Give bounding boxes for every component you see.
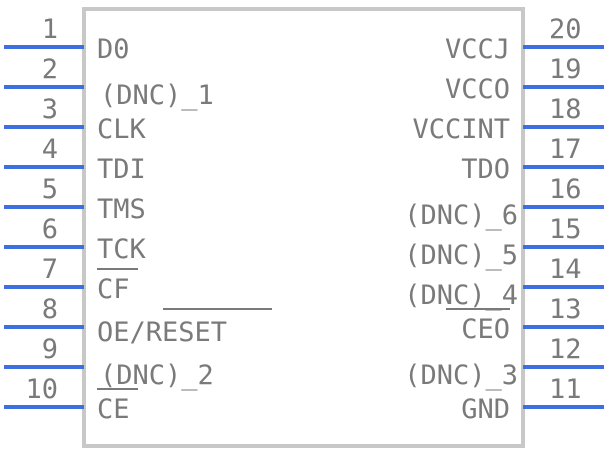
pin-number: 11 — [549, 374, 582, 405]
left-pin-5: 5 TMS — [4, 174, 146, 225]
pin-number: 6 — [42, 214, 58, 245]
pin-label: CLK — [97, 114, 147, 145]
right-pin-15: 15 (DNC)_5 — [404, 214, 604, 271]
pin-number: 8 — [42, 294, 58, 325]
left-pin-6: 6 TCK — [4, 214, 147, 265]
left-pin-3: 3 CLK — [4, 94, 147, 145]
pin-number: 1 — [42, 14, 58, 45]
pin-number: 17 — [549, 134, 582, 165]
right-pin-18: 18 VCCINT — [412, 94, 604, 145]
left-pin-7: 7 CF — [4, 254, 130, 305]
pin-label: (DNC)_2 — [100, 360, 214, 391]
pin-label: OE/RESET — [97, 317, 227, 348]
pin-label: CF — [97, 274, 130, 305]
pin-label: (DNC)_3 — [404, 360, 518, 391]
left-pin-2: 2 (DNC)_1 — [4, 54, 214, 111]
left-pin-4: 4 TDI — [4, 134, 146, 185]
right-pin-13: 13 CEO — [461, 294, 604, 345]
right-pin-20: 20 VCCJ — [445, 14, 604, 65]
pin-number: 2 — [42, 54, 58, 85]
component-body — [82, 7, 525, 448]
pin-label: VCCJ — [445, 34, 510, 65]
right-pin-17: 17 TDO — [461, 134, 604, 185]
pin-number: 4 — [42, 134, 58, 165]
pin-label: (DNC)_6 — [404, 200, 518, 231]
pin-number: 12 — [549, 334, 582, 365]
pin-number: 9 — [42, 334, 58, 365]
left-pin-8: 8 OE/RESET — [4, 294, 227, 348]
pin-label: GND — [461, 394, 510, 425]
right-pin-12: 12 (DNC)_3 — [404, 334, 604, 391]
pin-number: 20 — [549, 14, 582, 45]
left-pin-1: 1 D0 — [4, 14, 130, 65]
pin-number: 14 — [549, 254, 582, 285]
left-pin-9: 9 (DNC)_2 — [4, 334, 214, 391]
pin-number: 3 — [42, 94, 58, 125]
pin-label: CEO — [461, 314, 510, 345]
pin-number: 16 — [549, 174, 582, 205]
pin-label: TCK — [97, 234, 147, 265]
pin-number: 10 — [25, 374, 58, 405]
pin-label: (DNC)_1 — [100, 80, 214, 111]
right-pin-16: 16 (DNC)_6 — [404, 174, 604, 231]
pin-number: 18 — [549, 94, 582, 125]
pin-number: 15 — [549, 214, 582, 245]
pin-number: 19 — [549, 54, 582, 85]
right-pin-14: 14 (DNC)_4 — [404, 254, 604, 311]
pin-label: CE — [97, 394, 130, 425]
left-pin-10: 10 CE — [4, 374, 130, 425]
pin-number: 7 — [42, 254, 58, 285]
pin-label: TDI — [97, 154, 146, 185]
pin-label: (DNC)_5 — [404, 240, 518, 271]
pin-label: VCCO — [445, 74, 510, 105]
pin-label: (DNC)_4 — [404, 280, 518, 311]
right-pin-11: 11 GND — [461, 374, 604, 425]
pin-number: 13 — [549, 294, 582, 325]
pin-label: VCCINT — [412, 114, 510, 145]
pin-label: TDO — [461, 154, 510, 185]
pin-label: TMS — [97, 194, 146, 225]
right-pin-19: 19 VCCO — [445, 54, 604, 105]
pin-label: D0 — [97, 34, 130, 65]
pin-number: 5 — [42, 174, 58, 205]
